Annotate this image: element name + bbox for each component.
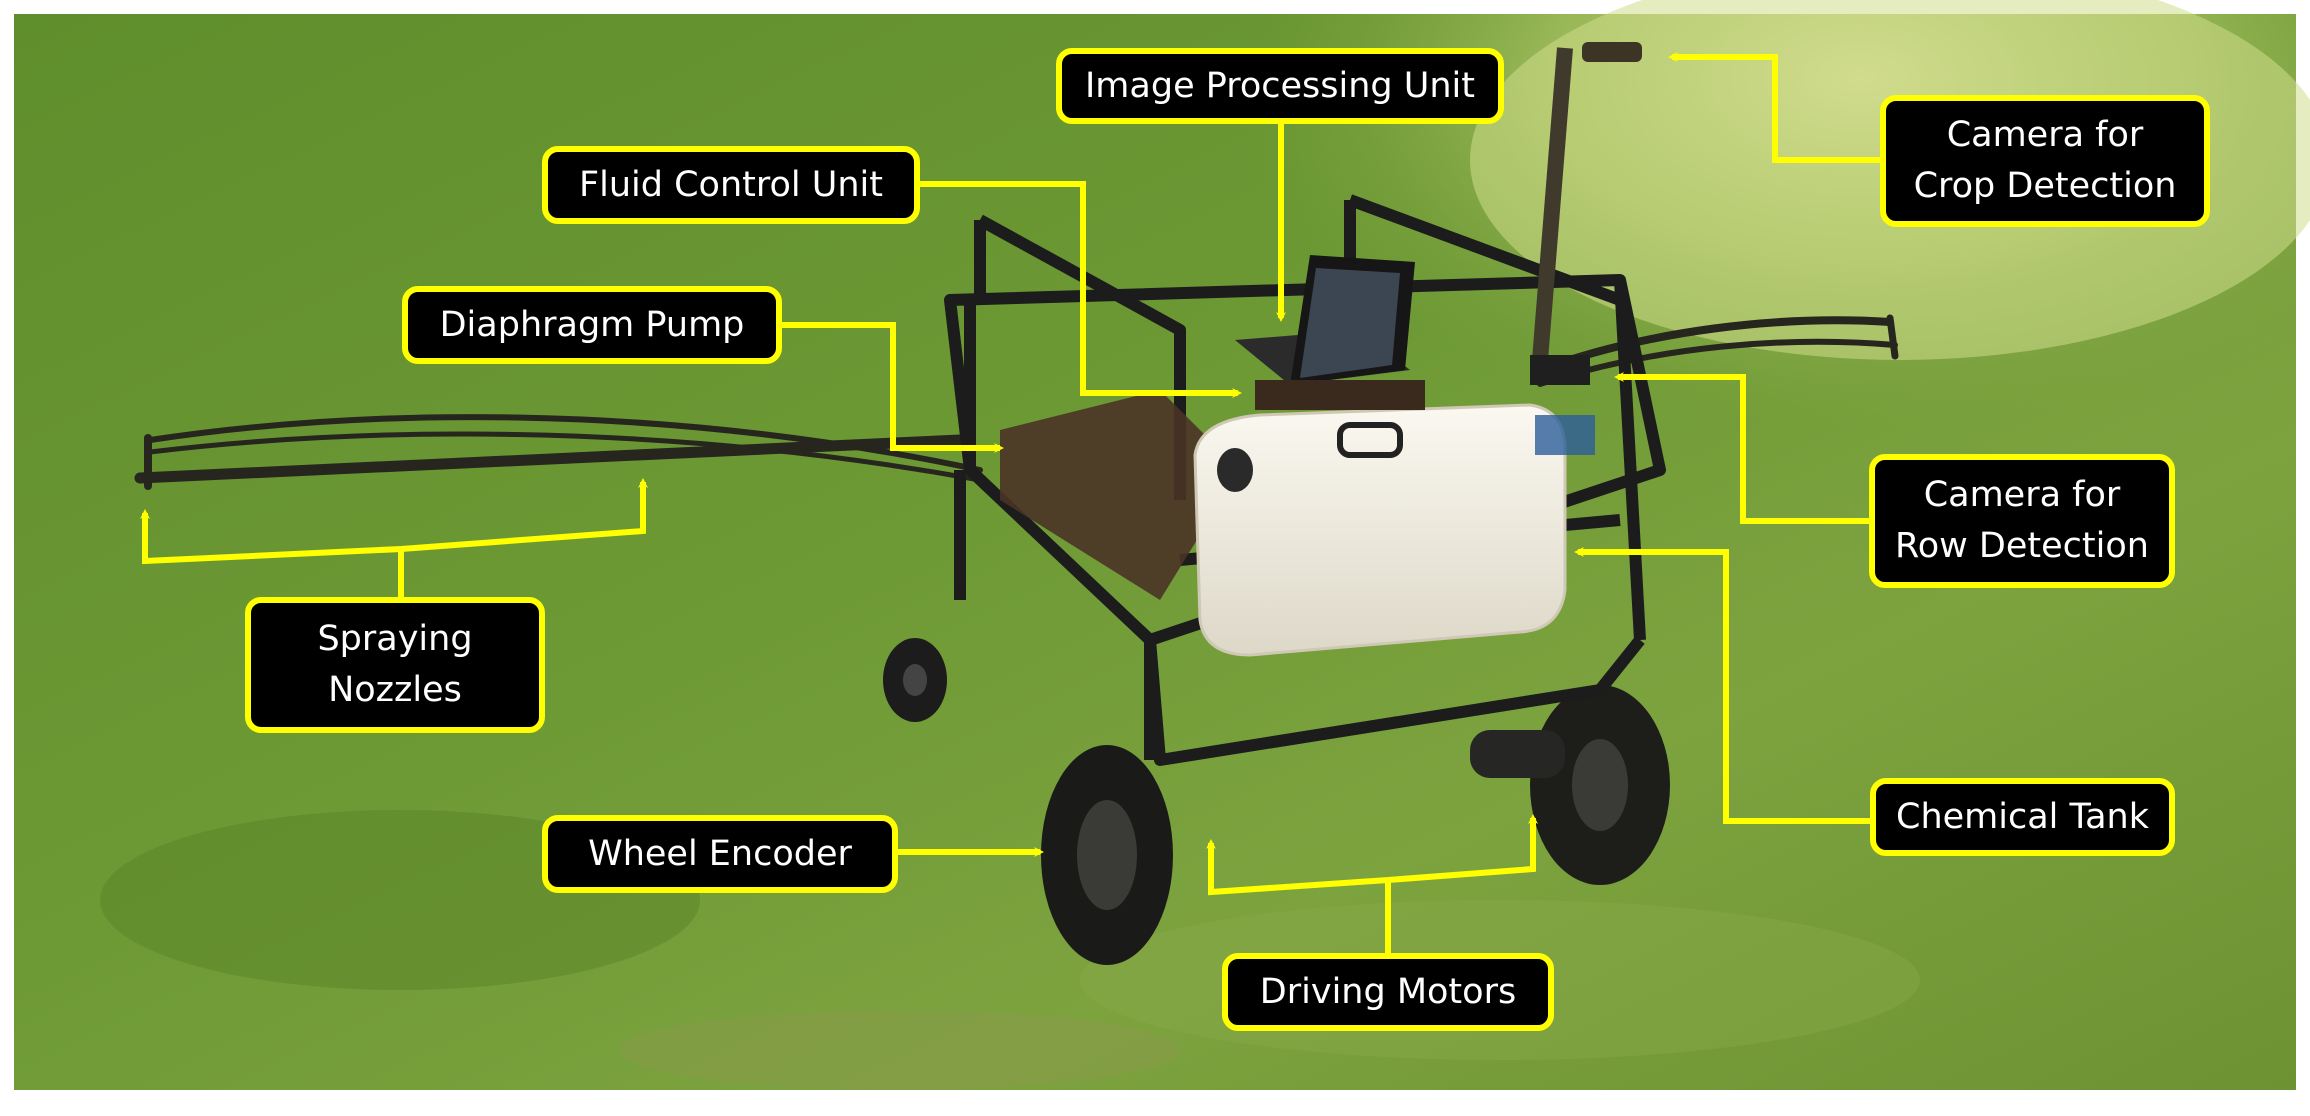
leader-lines bbox=[140, 52, 1883, 953]
callout-wheel-encoder-line-1: Wheel Encoder bbox=[588, 833, 852, 874]
callout-spraying-nozzles-line-1: Spraying bbox=[317, 619, 473, 659]
callout-fluid-control-unit-line-1: Fluid Control Unit bbox=[579, 164, 883, 205]
laptop-shape bbox=[1235, 255, 1425, 410]
camera-mast bbox=[1530, 42, 1642, 455]
callout-driving-motors: Driving Motors bbox=[1222, 953, 1554, 1031]
spray-boom-left bbox=[134, 414, 983, 490]
callout-spraying-nozzles: Spraying Nozzles bbox=[245, 597, 545, 733]
callout-camera-row-detection: Camera for Row Detection bbox=[1869, 454, 2175, 588]
callout-chemical-tank-line-1: Chemical Tank bbox=[1896, 796, 2149, 837]
callout-diaphragm-pump-line-1: Diaphragm Pump bbox=[439, 304, 745, 345]
callout-camera-crop-detection: Camera for Crop Detection bbox=[1880, 95, 2210, 227]
callout-diaphragm-pump: Diaphragm Pump bbox=[402, 286, 782, 364]
wheels bbox=[883, 638, 1670, 965]
callout-camera-row-detection-line-1: Camera for bbox=[1923, 475, 2121, 515]
callout-wheel-encoder: Wheel Encoder bbox=[542, 815, 898, 893]
callout-image-processing-unit-line-1: Image Processing Unit bbox=[1084, 65, 1475, 106]
callout-chemical-tank: Chemical Tank bbox=[1870, 778, 2175, 856]
callout-image-processing-unit: Image Processing Unit bbox=[1056, 48, 1504, 124]
deck-plate bbox=[1000, 390, 1240, 600]
callout-camera-crop-detection-line-2: Crop Detection bbox=[1913, 166, 2177, 206]
callout-camera-crop-detection-line-1: Camera for bbox=[1946, 115, 2144, 155]
callout-spraying-nozzles-line-2: Nozzles bbox=[328, 670, 462, 710]
chemical-tank-shape bbox=[1193, 403, 1567, 657]
callout-fluid-control-unit: Fluid Control Unit bbox=[542, 146, 920, 224]
callout-camera-row-detection-line-2: Row Detection bbox=[1895, 526, 2149, 566]
callout-driving-motors-line-1: Driving Motors bbox=[1259, 971, 1517, 1012]
